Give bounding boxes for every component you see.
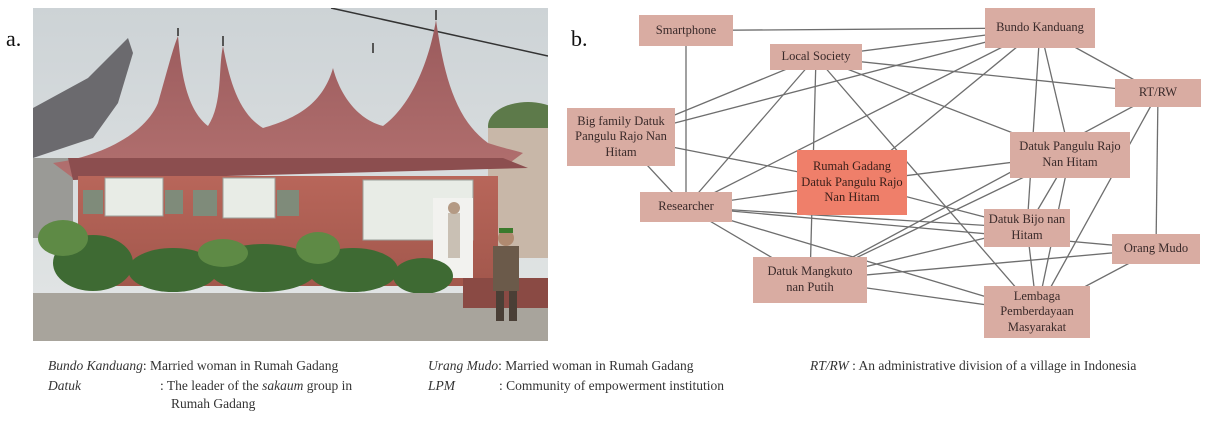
legend-def: : Married woman in Rumah Gadang — [142, 358, 339, 373]
edge-bundo-bijo — [1026, 27, 1041, 229]
legend-urang-mudo: Urang Mudo: Married woman in Rumah Gadan… — [428, 357, 693, 375]
node-orang-mudo: Orang Mudo — [1112, 234, 1200, 264]
panel-label-a: a. — [6, 26, 22, 51]
edge-researcher-bijo — [685, 206, 1028, 229]
edge-smartphone-bundo — [685, 27, 1041, 32]
edge-local-researcher — [685, 56, 817, 208]
edge-orang-mangkuto — [809, 248, 1157, 281]
node-datuk-mangkuto: Datuk Mangkuto nan Putih — [753, 257, 867, 303]
legend-def: : Married woman in Rumah Gadang — [498, 358, 694, 373]
node-lembaga: Lembaga Pemberdayaan Masyarakat — [984, 286, 1090, 338]
node-bundo-kanduang: Bundo Kanduang — [985, 8, 1095, 48]
node-rumah-gadang: Rumah Gadang Datuk Pangulu Rajo Nan Hita… — [797, 150, 907, 215]
legend-def: group in — [303, 378, 353, 393]
node-smartphone: Smartphone — [639, 15, 733, 46]
edge-local-lembaga — [815, 56, 1038, 313]
stakeholder-network: Smartphone Bundo Kanduang Local Society … — [560, 4, 1214, 342]
legend-def: Rumah Gadang — [171, 396, 256, 411]
edge-bundo-bigfam — [620, 27, 1041, 138]
node-local-society: Local Society — [770, 44, 862, 70]
legend-def: : An administrative division of a villag… — [848, 358, 1137, 373]
edge-rtrw-mangkuto — [809, 92, 1159, 281]
legend-def: : The leader of the — [160, 378, 263, 393]
legend-term: LPM — [428, 378, 455, 393]
legend-lpm: LPM : Community of empowerment institutio… — [428, 377, 724, 395]
legend-term: Datuk — [48, 378, 81, 393]
node-big-family: Big family Datuk Pangulu Rajo Nan Hitam — [567, 108, 675, 166]
node-datuk-pangulu: Datuk Pangulu Rajo Nan Hitam — [1010, 132, 1130, 178]
edge-rtrw-orang — [1155, 92, 1159, 250]
edge-bundo-researcher — [685, 27, 1041, 208]
legend-term: Bundo Kanduang — [48, 358, 143, 373]
edge-local-rtrw — [815, 56, 1159, 94]
legend-datuk-def: : The leader of the sakaum group in Ruma… — [160, 377, 352, 413]
legend-term: RT/RW — [810, 358, 849, 373]
legend-def-italic: sakaum — [262, 378, 304, 393]
rumah-gadang-photo — [33, 8, 548, 341]
node-rt-rw: RT/RW — [1115, 79, 1201, 107]
legend-datuk: Datuk — [48, 377, 81, 395]
panel-label-b: b. — [571, 26, 588, 51]
node-datuk-bijo: Datuk Bijo nan Hitam — [984, 209, 1070, 247]
edge-rtrw-lembaga — [1036, 92, 1159, 313]
legend-def: : Community of empowerment institution — [499, 378, 724, 393]
legend-term: Urang Mudo — [428, 358, 499, 373]
edge-researcher-orang — [685, 206, 1157, 250]
legend-bundo-kanduang: Bundo Kanduang: Married woman in Rumah G… — [48, 357, 338, 375]
legend-rt-rw: RT/RW : An administrative division of a … — [810, 357, 1136, 375]
node-researcher: Researcher — [640, 192, 732, 222]
